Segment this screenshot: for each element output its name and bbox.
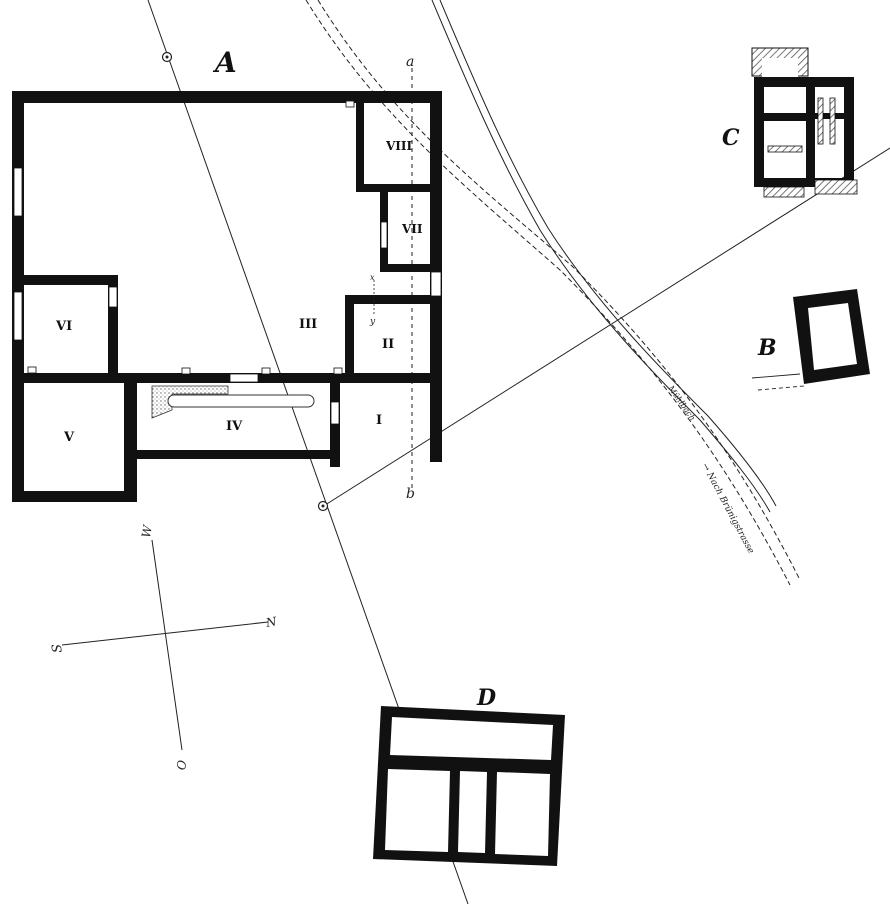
label-room-I: I xyxy=(376,413,382,428)
compass-west: W xyxy=(139,523,155,539)
building-A xyxy=(12,91,442,502)
compass-north: N xyxy=(264,614,278,630)
label-building-A: A xyxy=(212,46,237,79)
label-room-VI: VI xyxy=(55,319,72,334)
building-C xyxy=(751,47,858,198)
label-room-III: III xyxy=(299,317,317,332)
label-building-C: C xyxy=(722,125,740,151)
label-room-V: V xyxy=(63,430,75,445)
heating-channel xyxy=(167,394,315,408)
building-B xyxy=(751,289,870,391)
compass-south: S xyxy=(50,643,66,653)
compass-east: O xyxy=(174,759,190,771)
stream-and-road xyxy=(305,0,801,586)
label-section-x: x xyxy=(370,273,375,282)
label-room-II: II xyxy=(382,337,394,352)
label-section-b: b xyxy=(406,486,415,502)
building-D xyxy=(373,706,565,866)
label-room-IV: IV xyxy=(226,419,243,434)
label-room-VIII: VIII xyxy=(385,139,413,153)
label-section-a: a xyxy=(406,54,414,70)
label-building-D: D xyxy=(476,685,496,711)
hypocaust-area xyxy=(151,385,229,419)
label-room-VII: VII xyxy=(401,222,423,236)
label-building-B: B xyxy=(757,335,777,361)
compass-rose xyxy=(61,539,269,751)
label-section-y: y xyxy=(369,317,376,327)
